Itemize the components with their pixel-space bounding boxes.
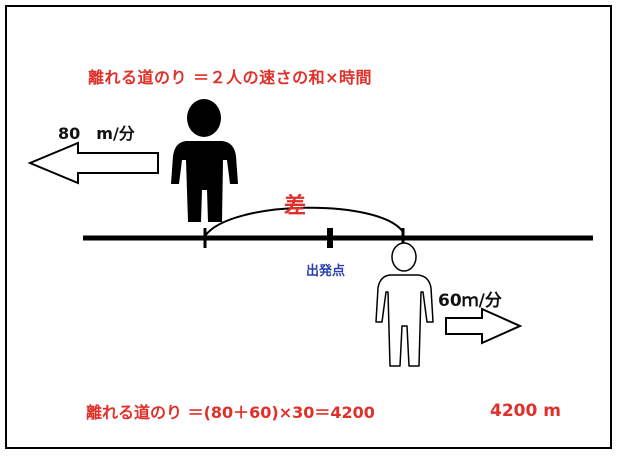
diagram-frame [5,5,612,449]
start-point-label: 出発点 [306,264,346,279]
answer-label: 4200 m [490,401,561,421]
difference-label: 差 [284,194,307,219]
difference-arc [204,206,404,237]
formula-bottom: 離れる道のり ＝(80＋60)×30＝4200 [86,403,375,422]
arrow-left-icon [27,141,159,185]
speed-left-label: 80 m/分 [58,124,135,143]
speed-right-label: 60ｍ/分 [438,291,502,311]
arrow-right-icon [445,307,523,345]
person-outline-icon [375,242,434,367]
person-black-icon [171,99,238,222]
formula-top: 離れる道のり ＝２人の速さの和×時間 [88,68,372,87]
